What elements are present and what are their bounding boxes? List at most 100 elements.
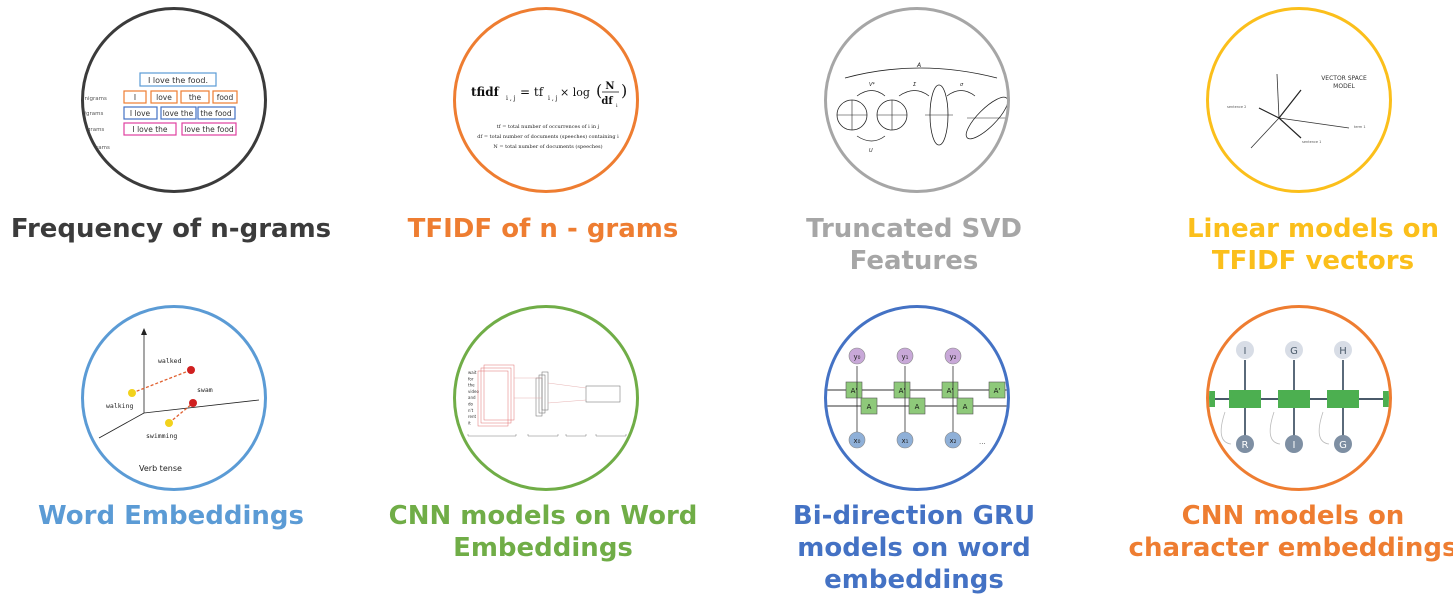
tfidf-circle: tfidf i , j = tf i , j × log ( N df i ) … [453,7,639,193]
svg-text:the: the [189,93,202,102]
cnn-word-token: do [468,402,474,407]
svg-text:y₁: y₁ [902,353,909,361]
char-cnn-cell [1229,390,1261,408]
svg-text:G: G [1290,346,1298,357]
card-title: Word Embeddings [38,501,304,531]
gru-backward-cell [893,381,911,399]
embeddings-illustration: walked walking swam swimming Verb tense [98,328,260,473]
svg-text:y₀: y₀ [854,353,861,361]
tfidf-formula: tfidf i , j = tf i , j × log ( N df i ) … [471,81,627,150]
card-title: Frequency of n-grams [10,214,332,244]
cnn-word-token: n't [468,408,474,413]
svg-text:(: ( [596,81,602,100]
cnn-word-token: it [468,420,471,425]
svg-text:I love the: I love the [132,125,167,134]
svg-text:A: A [916,62,921,69]
svg-text:x₂: x₂ [950,437,957,445]
char-cnn-cell [1327,390,1359,408]
svg-text:term 1: term 1 [1354,125,1366,129]
svg-text:VECTOR SPACE: VECTOR SPACE [1321,75,1367,82]
char-input-node [1236,435,1254,453]
char-output-node [1334,341,1352,359]
char-input-node [1334,435,1352,453]
svg-text:trigrams: trigrams [84,127,104,133]
char-input-node [1285,435,1303,453]
svg-text:N = total number of document: N = total number of documents (speeches) [493,143,602,150]
svg-text:= tf: = tf [520,85,545,99]
gru-output-node [848,347,866,365]
gru-forward-cell [860,397,878,415]
svg-text:df = total number of documen: df = total number of documents (speeches… [477,133,619,140]
svg-text:sentence 2: sentence 2 [1227,105,1246,109]
svg-text:n-grams: n-grams [87,145,110,151]
svg-text:N: N [605,81,614,92]
card-title: Bi-direction GRU models on word embeddin… [792,501,1036,595]
svg-text:unigrams: unigrams [84,96,107,102]
char-output-node [1236,341,1254,359]
svg-text:σ: σ [960,82,964,88]
svg-text:Σ: Σ [913,82,917,88]
svg-text:tfidf: tfidf [471,85,500,99]
svg-text:love: love [156,93,172,102]
gru-backward-cell [845,381,863,399]
cnn-word-token: the [468,383,475,388]
svd-circle: A V* Σ σ U [824,7,1010,193]
svg-text:): ) [621,81,627,100]
svg-text:tf = total number of occurre: tf = total number of occurrences of i in… [497,124,600,130]
svg-text:MODEL: MODEL [1333,83,1355,90]
vsm-illustration: VECTOR SPACE MODEL sentence 2 sentence 1… [1227,73,1367,149]
char-cnn-cell [1278,390,1310,408]
card-title: Linear models on TFIDF vectors [1186,214,1440,276]
svg-text:love the: love the [163,109,194,118]
svg-text:I: I [134,93,136,102]
svg-text:swam: swam [197,386,213,394]
svg-text:V*: V* [869,82,875,88]
svg-text:I: I [1293,440,1296,451]
cnn-word-token: video [468,389,479,394]
svg-text:i: i [616,103,618,109]
svg-text:i , j: i , j [548,95,558,102]
svg-text:...: ... [979,438,986,446]
svg-text:food: food [217,93,234,102]
cnn-word-token: and [468,395,476,400]
svg-text:Verb tense: Verb tense [139,464,182,473]
vsm-circle: VECTOR SPACE MODEL sentence 2 sentence 1… [1206,7,1392,193]
gru-backward-cell [941,381,959,399]
gru-output-node [896,347,914,365]
card-title: TFIDF of n - grams [407,214,679,244]
svg-text:A: A [915,403,920,411]
cnn-word-token: wait [468,370,477,375]
ngrams-illustration: I love the food. unigrams bigrams trigra… [84,72,238,151]
card-title: Truncated SVD Features [806,214,1022,276]
ngrams-circle: I love the food. unigrams bigrams trigra… [81,7,267,193]
svg-text:sentence 1: sentence 1 [1302,140,1321,144]
svg-text:the food: the food [200,109,232,118]
bigru-illustration: y₀A'Ax₀y₁A'Ax₁y₂A'Ax₂A'... [827,347,1007,449]
svg-text:A: A [963,403,968,411]
svg-text:bigrams: bigrams [84,111,103,117]
svg-text:A': A' [899,387,906,395]
gru-output-node [944,347,962,365]
char-output-node [1285,341,1303,359]
svg-text:y₂: y₂ [950,353,957,361]
svg-text:x₀: x₀ [854,437,861,445]
svg-text:A: A [867,403,872,411]
svg-text:A': A' [947,387,954,395]
svg-text:i , j: i , j [506,95,516,102]
svg-text:walking: walking [106,402,133,410]
svg-text:walked: walked [158,357,182,365]
gru-forward-cell [908,397,926,415]
svd-illustration: A V* Σ σ U [836,62,1007,154]
svg-text:H: H [1339,346,1347,357]
cnn-word-token: rent [468,414,477,419]
svg-text:df: df [601,96,613,107]
svg-text:swimming: swimming [146,432,177,440]
ngram-top-box: I love the food. [148,76,208,85]
card-title: CNN models on Word Embeddings [388,501,698,563]
svg-text:A': A' [994,387,1001,395]
cnn-word-token: for [468,376,474,381]
svg-text:G: G [1339,440,1347,451]
